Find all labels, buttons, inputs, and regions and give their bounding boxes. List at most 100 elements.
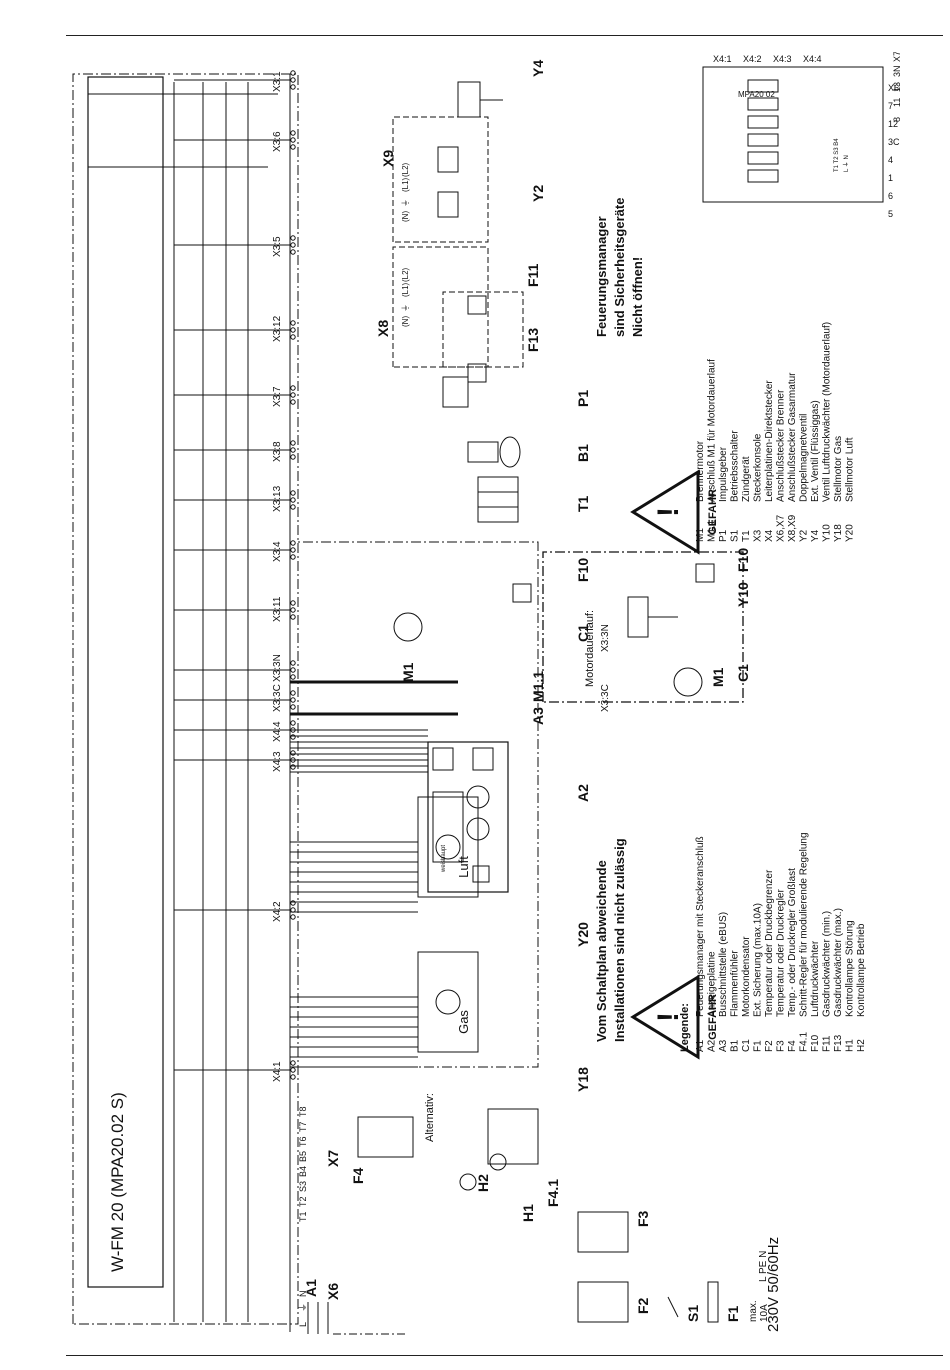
x7-pin: T6 — [298, 1136, 308, 1147]
connector-label: X3:7 — [272, 386, 283, 407]
component-label-m1: M1 — [400, 662, 416, 682]
component-label-f4_1: F4.1 — [545, 1179, 561, 1207]
connector-pin — [290, 720, 296, 726]
connector-pin — [290, 697, 296, 703]
x7-pin: B5 — [298, 1151, 308, 1162]
board-bottom-num: 12 — [888, 119, 898, 129]
connector-pin — [290, 447, 296, 453]
legend-left-code: F4.1 — [799, 1032, 810, 1052]
component-label-f2: F2 — [635, 1297, 651, 1314]
legend-right-text: Anschluß M1 für Motordauerlauf — [707, 359, 718, 502]
connector-pin — [290, 907, 296, 913]
board-bottom-num: 7 — [888, 101, 893, 111]
legend-right-text: Doppelmagnetventil — [799, 414, 810, 502]
component-label-a1: A1 — [303, 1279, 319, 1297]
inset-c1: C1 — [735, 664, 751, 682]
x9-pin: ⏚ — [401, 199, 410, 207]
board-x6-pins: L ⏚ N — [843, 155, 850, 172]
warning-triangle — [630, 974, 700, 1060]
board-top-label: X4:1 — [713, 54, 732, 64]
connector-pin — [290, 334, 296, 340]
exclamation: ! — [652, 1012, 685, 1022]
x8-pin: (L2) — [401, 267, 410, 282]
x8-pin: ⏚ — [401, 304, 410, 312]
legend-right-code: X3 — [753, 529, 764, 542]
connector-pin — [290, 440, 296, 446]
x8-pin: (N) — [401, 316, 410, 327]
a2-display — [427, 741, 509, 893]
connector-pin — [290, 704, 296, 710]
mains-voltage: 230V 50/60Hz — [765, 1237, 782, 1332]
inset-f10: F10 — [735, 548, 751, 572]
legend-left-text: Feuerungsmanager mit Steckeranschluß — [695, 836, 706, 1017]
legend-left-text: Luftdruckwächter — [810, 940, 821, 1017]
connector-pin — [290, 1067, 296, 1073]
legend-left-code: F10 — [810, 1034, 821, 1052]
connector-pin — [290, 242, 296, 248]
board-bottom-num: 6 — [888, 191, 893, 201]
component-label-h1: H1 — [520, 1204, 536, 1222]
connector-label: X3:3C — [272, 684, 283, 712]
connector-pin — [290, 757, 296, 763]
inset-x3-3c: X3:3C — [600, 684, 611, 712]
legend-left-text: Temp.- oder Druckregler Großlast — [787, 868, 798, 1017]
warning-2-line: Feuerungsmanager — [594, 216, 609, 337]
legend-left-text: Schritt-Regler für modulierende Regelung — [799, 832, 810, 1017]
x8-box — [392, 246, 489, 368]
inset-y10: Y10 — [735, 582, 751, 607]
legend-left-text: Kontrollampe Betrieb — [856, 923, 867, 1017]
legend-right-text: Anschlußstecker Brenner — [776, 389, 787, 502]
connector-pin — [290, 385, 296, 391]
board-name: MPA20 02 — [738, 90, 775, 99]
board-right-num: X7 — [892, 52, 902, 62]
legend-right-text: Ext. Ventil (Flüssiggas) — [810, 400, 821, 502]
inset-m1: M1 — [710, 667, 726, 687]
legend-left-text: Flammenfühler — [730, 950, 741, 1017]
connector-pin — [290, 70, 296, 76]
board-top-label: X4:4 — [803, 54, 822, 64]
connector-pin — [290, 547, 296, 553]
connector-pin — [290, 690, 296, 696]
legend-left-text: Gasdruckwächter (min.) — [822, 911, 833, 1017]
legend-right-code: X6,X7 — [776, 514, 787, 542]
legend-left-code: B1 — [730, 1039, 741, 1052]
component-label-x9: X9 — [380, 150, 396, 167]
legend-right-text: Ventil Luftdruckwächter (Motordauerlauf) — [822, 322, 833, 502]
legend-left-code: F2 — [764, 1040, 775, 1052]
connector-pin — [290, 1074, 296, 1080]
component-label-y18: Y18 — [575, 1067, 591, 1092]
board-outline — [702, 66, 884, 203]
connector-pin — [290, 320, 296, 326]
legend-left-code: A2 — [707, 1039, 718, 1052]
legend-right-code: Y4 — [810, 529, 821, 542]
x7-pin: T8 — [298, 1106, 308, 1117]
component-label-b1: B1 — [575, 444, 591, 462]
legend-left-code: H1 — [845, 1039, 856, 1052]
component-label-f10: F10 — [575, 558, 591, 582]
board-chip — [747, 79, 779, 93]
board-bottom-num: X6 — [888, 83, 899, 93]
component-label-x6: X6 — [325, 1283, 341, 1300]
a1-inner-box — [87, 76, 164, 1288]
connector-label: X4:4 — [272, 721, 283, 742]
gefahr-sign-2: !GEFAHR — [630, 469, 719, 555]
x9-pin: (L1) — [401, 177, 410, 192]
legend-left-code: F4 — [787, 1040, 798, 1052]
y20-box — [417, 796, 479, 898]
connector-pin — [290, 734, 296, 740]
warning-1-line: Installationen sind nicht zulässig — [612, 838, 627, 1042]
connector-pin — [290, 490, 296, 496]
legend-right-code: S1 — [730, 529, 741, 542]
connector-pin — [290, 144, 296, 150]
legend-left-code: F13 — [833, 1034, 844, 1052]
legend-right-text: Leiterplatinen-Direktstecker — [764, 380, 775, 502]
connector-pin — [290, 327, 296, 333]
fuse-rating: 10A — [759, 1304, 770, 1322]
connector-pin — [290, 77, 296, 83]
legend-right-code: P1 — [718, 529, 729, 542]
x6-pin: L — [298, 1322, 308, 1327]
legend-right-code: M1.1 — [707, 519, 718, 542]
connector-pin — [290, 235, 296, 241]
x8-pin: (L1) — [401, 282, 410, 297]
